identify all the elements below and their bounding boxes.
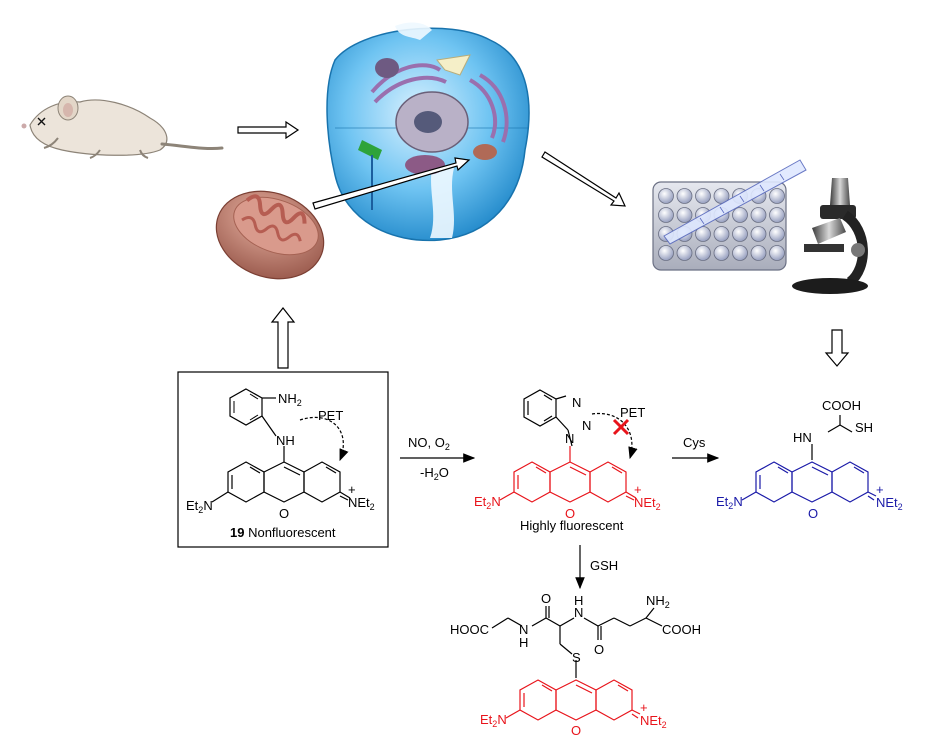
triazole-caption: Highly fluorescent xyxy=(520,518,624,533)
plate-well xyxy=(658,245,674,261)
gsh-s: S xyxy=(572,650,581,665)
triazole-o: O xyxy=(565,506,575,521)
hollow-arrow-cell-plate xyxy=(541,151,626,207)
cys-et2n: Et2N xyxy=(716,494,743,511)
plate-well xyxy=(732,226,748,242)
reagent-cys: Cys xyxy=(683,435,706,450)
plate-well xyxy=(732,207,748,223)
plate-well xyxy=(695,188,711,204)
probe-net2-label: NEt2 xyxy=(348,495,375,512)
hollow-arrow-mouse-cell xyxy=(237,120,300,140)
cys-o: O xyxy=(808,506,818,521)
cell-icon xyxy=(326,22,530,242)
plate-well xyxy=(713,245,730,261)
cys-cooh: COOH xyxy=(822,398,861,413)
plate-well xyxy=(695,245,711,261)
gsh-n2: N xyxy=(574,605,583,620)
plate-well xyxy=(676,245,693,261)
cys-product-structure xyxy=(741,415,877,503)
gsh-net2: NEt2 xyxy=(640,713,667,730)
probe-o-label: O xyxy=(279,506,289,521)
plate-well xyxy=(750,207,767,223)
plate-well xyxy=(769,226,785,242)
triazole-n2: N xyxy=(582,418,591,433)
triazole-pet: PET xyxy=(620,405,645,420)
well-plate-icon xyxy=(652,181,787,271)
probe-caption: 19 Nonfluorescent xyxy=(230,525,336,540)
gsh-h2: H xyxy=(574,593,583,608)
triazole-n1: N xyxy=(572,395,581,410)
gsh-o: O xyxy=(571,723,581,738)
hollow-arrow-up-left xyxy=(270,307,296,369)
cys-sh: SH xyxy=(855,420,873,435)
plate-well xyxy=(732,245,748,261)
triazole-et2n: Et2N xyxy=(474,494,501,511)
reagent-gsh: GSH xyxy=(590,558,618,573)
probe-box xyxy=(177,371,389,548)
plate-well xyxy=(769,207,785,223)
hollow-arrow-mito-cell xyxy=(312,157,471,210)
microscope-icon xyxy=(792,178,868,294)
reagent-minus-h2o: -H2O xyxy=(420,465,449,482)
reagent-no-o2: NO, O2 xyxy=(408,435,450,452)
gsh-et2n: Et2N xyxy=(480,712,507,729)
cys-net2: NEt2 xyxy=(876,495,903,512)
mitochondrion-icon xyxy=(215,190,325,280)
probe-nh-label: NH xyxy=(276,433,295,448)
plate-well xyxy=(750,226,767,242)
gsh-o2: O xyxy=(594,642,604,657)
cys-plus: + xyxy=(876,482,884,497)
plate-well xyxy=(750,245,767,261)
plate-well xyxy=(658,188,674,204)
gsh-o1: O xyxy=(541,591,551,606)
triazole-product-structure xyxy=(499,389,638,503)
plate-well xyxy=(658,207,674,223)
plate-well xyxy=(769,245,785,261)
probe-et2n-label: Et2N xyxy=(186,498,213,515)
mouse-icon xyxy=(21,95,224,159)
gsh-nh2: NH2 xyxy=(646,593,670,610)
gsh-n1: N xyxy=(519,622,528,637)
gsh-hooc: HOOC xyxy=(450,622,489,637)
triazole-plus: + xyxy=(634,482,642,497)
triazole-n3: N xyxy=(565,431,574,446)
plate-well xyxy=(676,188,693,204)
hollow-arrow-down-right xyxy=(824,329,850,367)
probe-pet-label: PET xyxy=(318,408,343,423)
gsh-h1: H xyxy=(519,635,528,650)
plate-well xyxy=(713,226,730,242)
plate-well xyxy=(676,207,693,223)
probe-19-structure xyxy=(177,371,389,548)
gsh-product-structure xyxy=(491,606,663,721)
probe-plus-label: + xyxy=(348,482,356,497)
probe-nh2-label: NH2 xyxy=(278,391,302,408)
gsh-plus: + xyxy=(640,700,648,715)
triazole-net2: NEt2 xyxy=(634,495,661,512)
gsh-cooh: COOH xyxy=(662,622,701,637)
pipette-icon xyxy=(663,159,807,245)
cys-hn: HN xyxy=(793,430,812,445)
plate-well xyxy=(769,188,785,204)
